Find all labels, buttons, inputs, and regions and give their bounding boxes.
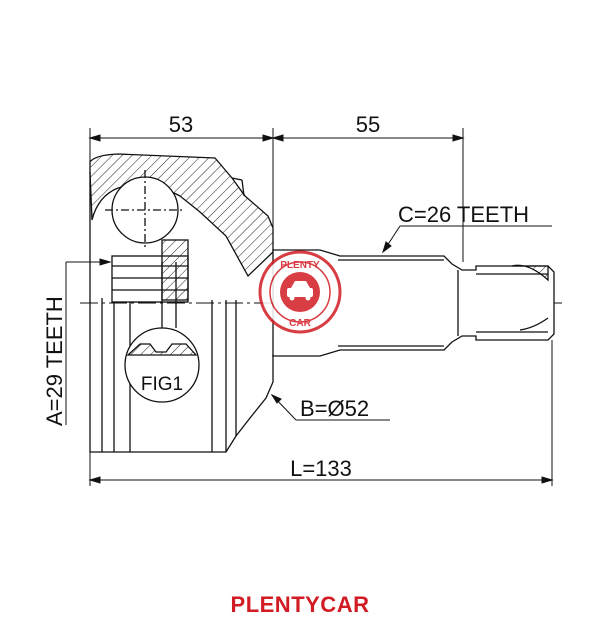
figure-label: FIG1 — [141, 374, 183, 395]
dim-diameter-b: B=Ø52 — [300, 396, 369, 421]
dim-outer-length: 53 — [169, 112, 193, 137]
dim-total-length: L=133 — [290, 456, 352, 481]
ball-bearing — [105, 170, 185, 250]
stub-shaft — [272, 249, 555, 357]
watermark-top-text: PLENTY — [280, 260, 320, 271]
car-icon — [287, 281, 313, 301]
plentycar-watermark-logo: PLENTY CAR — [258, 250, 342, 334]
dim-spline-a: A=29 TEETH — [42, 296, 67, 426]
dim-shaft-length: 55 — [356, 112, 380, 137]
watermark-bottom-text: CAR — [289, 318, 311, 329]
dim-spline-c: C=26 TEETH — [398, 202, 529, 227]
fig1-detail — [124, 262, 200, 403]
brand-name: PLENTYCAR — [230, 592, 370, 617]
